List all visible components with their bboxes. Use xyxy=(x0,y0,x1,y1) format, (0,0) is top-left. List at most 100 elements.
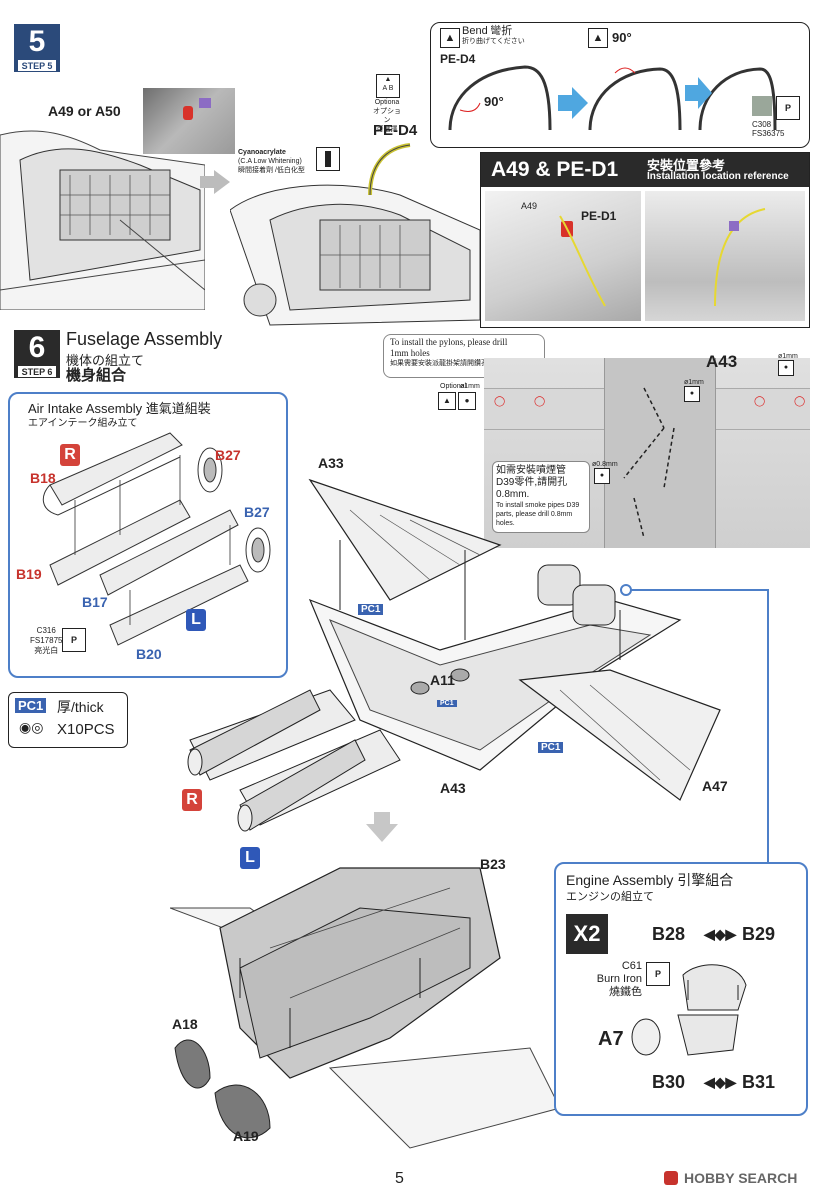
pylon-note-line2: 1mm holes xyxy=(390,348,430,358)
part-a33: A33 xyxy=(318,455,344,471)
optional-label: Optiona オプション 可選擇 xyxy=(370,98,404,134)
engine-paint-cn: 燒鐵色 xyxy=(609,986,642,998)
part-b20: B20 xyxy=(136,646,162,662)
engine-a7: A7 xyxy=(598,1028,624,1050)
intake-badge-l: L xyxy=(186,609,206,631)
install-cn: 安裝位置參考 xyxy=(647,158,726,173)
engine-paint-icon: P xyxy=(646,962,670,986)
air-intake-title: Air Intake Assembly 進氣道組裝 xyxy=(28,401,211,416)
step6-title-en: Fuselage Assembly xyxy=(66,329,223,349)
pe-d4-label: PE-D4 xyxy=(373,122,418,139)
step6-badge: 6 STEP 6 xyxy=(14,330,60,378)
intake-badge-r: R xyxy=(60,444,80,466)
engine-join-icon-b: ◀◆▶ xyxy=(704,1074,737,1090)
pc1-legend-tag: PC1 xyxy=(15,698,47,713)
pe-d4-part-drawing xyxy=(368,143,411,196)
install-reference-panel: A49 & PE-D1 安裝位置參考 Installation location… xyxy=(480,152,810,328)
part-a47: A47 xyxy=(702,778,728,794)
hobby-search-watermark: HOBBY SEARCH xyxy=(684,1170,798,1186)
pc1-tag-c: PC1 xyxy=(538,742,564,753)
pylon-note-line1: To install the pylons, please drill xyxy=(390,337,508,347)
pc1-tag-a: PC1 xyxy=(358,604,384,615)
engine-title-jp: エンジンの組立て xyxy=(566,891,654,903)
engine-b28: B28 xyxy=(652,924,686,944)
drill-08mm-label: ø0.8mm xyxy=(592,461,618,468)
step6-title-jp: 機体の組立て xyxy=(66,353,145,368)
engine-b30: B30 xyxy=(652,1072,686,1092)
optional-cn: 可選擇 xyxy=(376,126,398,133)
a43-top-label: A43 xyxy=(706,352,738,371)
engine-paint: C61 Burn Iron 燒鐵色 xyxy=(580,960,642,999)
glue-title: Cyanoacrylate xyxy=(238,149,286,156)
bend-icon: ▲ xyxy=(440,28,460,48)
underside-photo: ◯ ◯ ◯ ◯ xyxy=(484,358,810,548)
big-badge-l: L xyxy=(240,847,260,869)
part-b17: B17 xyxy=(82,594,108,610)
intake-paint-icon: P xyxy=(62,628,86,652)
pc1-washer-icon: ◉◎ xyxy=(19,719,44,735)
pc1-legend-count: X10PCS xyxy=(57,721,115,738)
intake-paint-code: C316 xyxy=(36,626,56,635)
smoke-note-en3: holes. xyxy=(496,520,515,527)
drill-icon-b: ● xyxy=(684,386,700,402)
part-a11: A11 xyxy=(430,672,455,688)
smoke-note-cn2: D39零件,請開孔 xyxy=(496,477,568,488)
step5-badge: 5 STEP 5 xyxy=(14,24,60,72)
engine-b31: B31 xyxy=(742,1072,776,1092)
install-title: A49 & PE-D1 xyxy=(491,158,619,181)
optional-jp: オプション xyxy=(373,108,401,124)
step5-part-a49-a50: A49 or A50 xyxy=(48,103,121,119)
bend-up-icon: ▲ xyxy=(588,28,608,48)
pc1-legend-thick: 厚/thick xyxy=(57,699,104,715)
bend-jp: 折り曲げてください xyxy=(462,38,525,45)
engine-connector-line xyxy=(620,584,769,862)
engine-assembly-panel xyxy=(554,862,808,1116)
bend-paint-fs: FS36375 xyxy=(752,129,785,138)
glue-sub: (C.A Low Whitening) xyxy=(238,158,302,165)
drill-small-icon: ● xyxy=(458,392,476,410)
intake-paint-cn: 亮光白 xyxy=(34,646,59,655)
engine-x2-badge: X2 xyxy=(566,914,608,954)
engine-paint-name: Burn Iron xyxy=(596,973,642,985)
pc1-tag-b: PC1 xyxy=(437,700,457,707)
air-intake-panel xyxy=(8,392,288,678)
part-b18: B18 xyxy=(30,470,56,486)
engine-join-icon-a: ◀◆▶ xyxy=(704,926,737,942)
bend-paint-icon: P xyxy=(776,96,800,120)
smoke-note-en1: To install smoke pipes D39 xyxy=(496,502,580,509)
engine-parts-drawing xyxy=(631,964,747,1056)
bend-angle-b: 90° xyxy=(484,94,504,109)
part-a19: A19 xyxy=(233,1128,259,1144)
assembled-aircraft-drawing xyxy=(170,867,561,1149)
big-badge-r: R xyxy=(182,789,202,811)
smoke-note-cn1: 如需安裝噴煙管 xyxy=(496,465,566,476)
step6-down-arrow xyxy=(366,812,398,842)
page-number: 5 xyxy=(395,1170,404,1187)
bend-box xyxy=(430,22,810,148)
intake-paint: C316 FS17875 亮光白 xyxy=(30,626,62,656)
bend-label: Bend xyxy=(462,25,488,37)
air-intake-title-jp: エアインテーク組み立て xyxy=(28,418,138,429)
install-header: A49 & PE-D1 安裝位置參考 Installation location… xyxy=(481,153,809,187)
bend-title: Bend 彎折 折り曲げてください xyxy=(462,26,525,46)
optional-en: Optiona xyxy=(374,99,400,106)
step5-label: STEP 5 xyxy=(18,60,56,71)
step5-next-arrow xyxy=(200,170,230,194)
engine-title: Engine Assembly 引擎組合 xyxy=(566,872,734,888)
pc1-legend: PC1 厚/thick ◉◎ X10PCS xyxy=(8,692,128,748)
optional-small-icon: ▲ xyxy=(438,392,456,410)
part-a43-mid: A43 xyxy=(440,780,466,796)
smoke-note: 如需安裝噴煙管 D39零件,請開孔 0.8mm. To install smok… xyxy=(492,461,590,533)
install-photo-left: A49 PE-D1 xyxy=(485,191,641,321)
step5-fuselage-drawing-left xyxy=(0,130,205,310)
bend-angle-a: 90° xyxy=(612,30,632,45)
part-b27-top: B27 xyxy=(215,447,241,463)
install-photo-right xyxy=(645,191,805,321)
callout-pe-d1: PE-D1 xyxy=(581,209,617,223)
part-b27-bottom: B27 xyxy=(244,504,270,520)
bend-pe-d4: PE-D4 xyxy=(440,52,476,66)
step6-number: 6 xyxy=(28,331,46,364)
step6-title-cn: 機身組合 xyxy=(66,367,127,384)
drill-icon-a: ● xyxy=(778,360,794,376)
bend-cn: 彎折 xyxy=(490,25,513,37)
